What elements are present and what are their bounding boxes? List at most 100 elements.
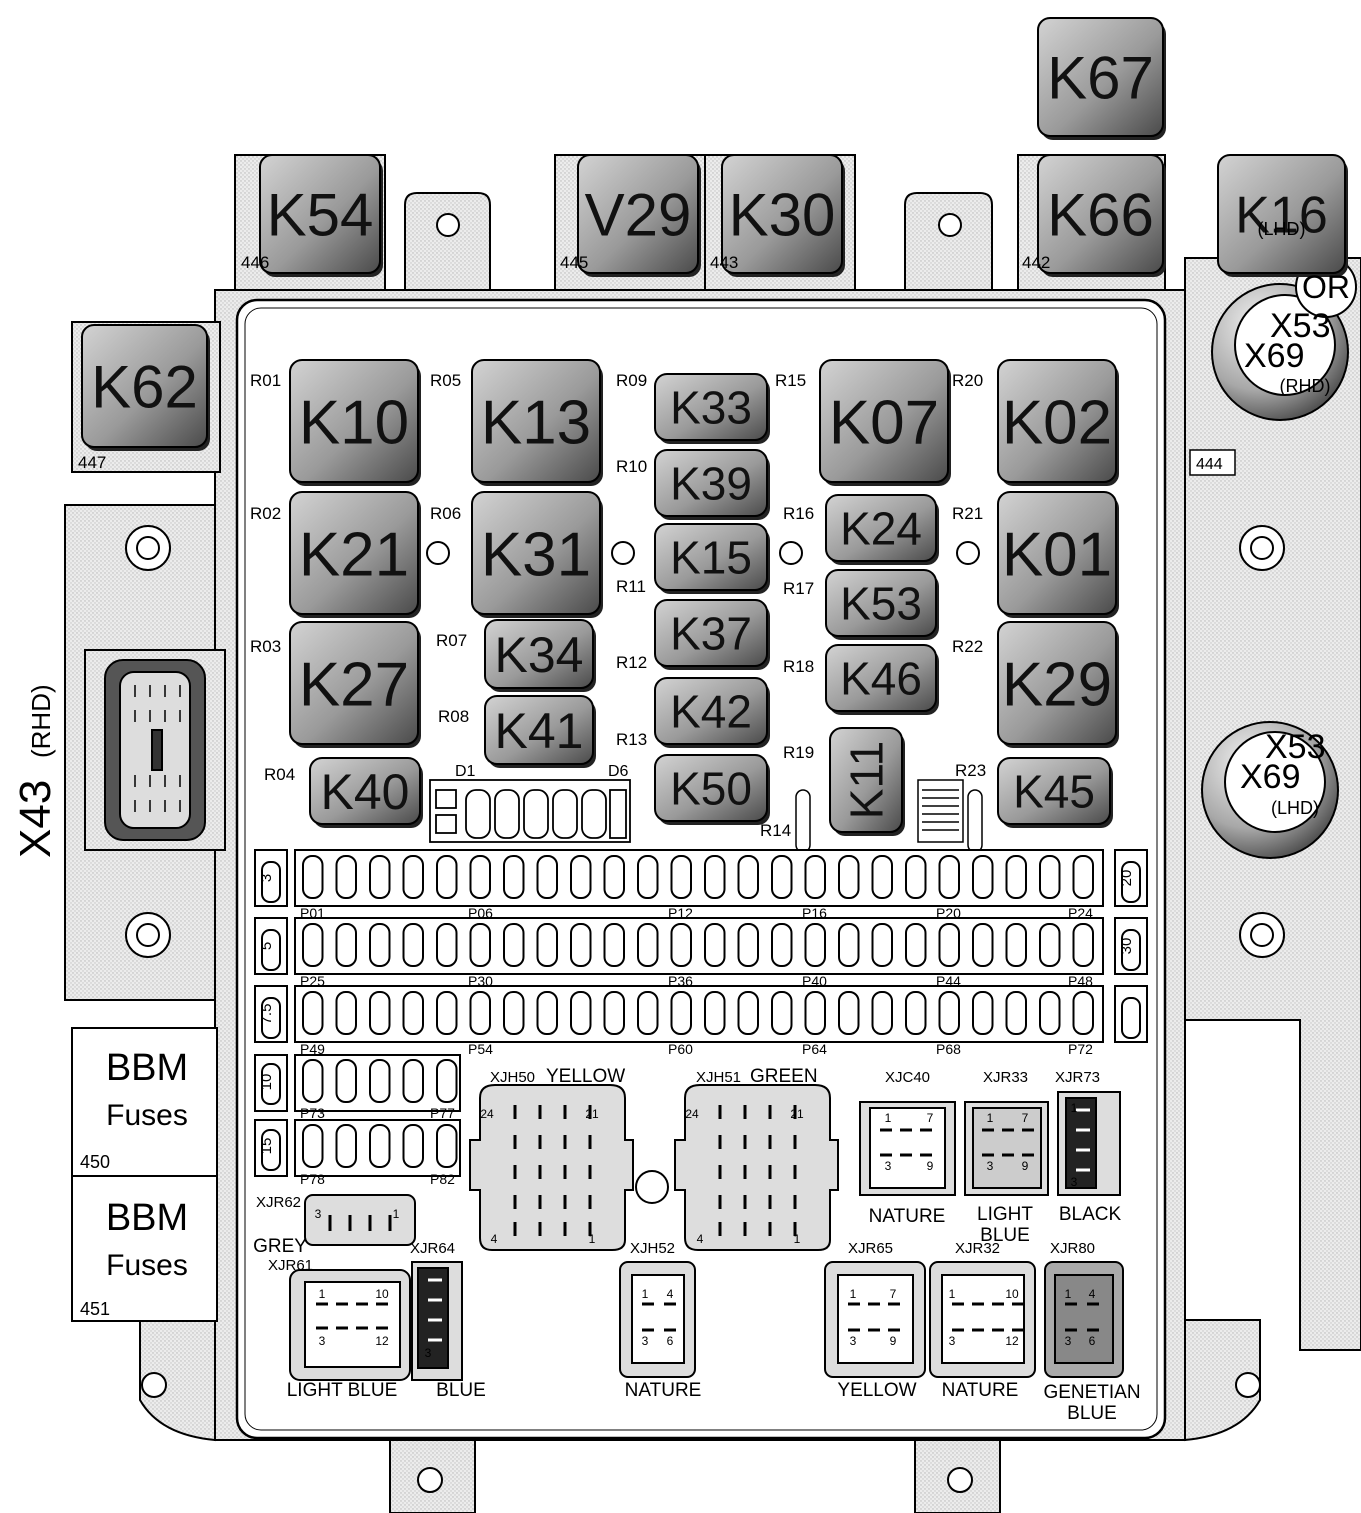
relay-k30: K30 — [721, 154, 845, 277]
fuse-slot — [838, 855, 860, 899]
socket-r22-label: R22 — [952, 637, 983, 656]
xjh50-pin-1: 1 — [589, 1232, 596, 1246]
fuse-slot — [972, 991, 994, 1035]
fuse-slot — [261, 861, 281, 903]
relay-k11-label: K11 — [841, 741, 893, 819]
relay-k46-label: K46 — [840, 653, 922, 705]
xjr65-pin-3: 3 — [850, 1334, 857, 1348]
fuse-slot — [1039, 855, 1061, 899]
fuse-rating-15: 15 — [258, 1138, 275, 1155]
fuse-slot — [436, 1124, 458, 1168]
relay-k02-label: K02 — [1002, 388, 1112, 457]
fuse-slot — [402, 1059, 424, 1103]
xjr61-pin-3: 3 — [319, 1334, 326, 1348]
xjr33-pin-1: 1 — [987, 1111, 994, 1125]
fuse-slot — [1072, 923, 1094, 967]
relay-k24: K24 — [825, 494, 939, 565]
xjr64-id-label: XJR64 — [410, 1240, 455, 1257]
fuse-slot — [670, 855, 692, 899]
fuse-slot — [436, 1059, 458, 1103]
socket-446-label: 446 — [241, 253, 269, 272]
relay-k37: K37 — [654, 599, 770, 670]
xjh51-pin-4: 4 — [697, 1232, 704, 1246]
socket-r08-label: R08 — [438, 707, 469, 726]
xjr61-color-label: LIGHT BLUE — [287, 1380, 398, 1401]
socket-r14-label: R14 — [760, 821, 791, 840]
fuse-slot — [603, 923, 625, 967]
diode-d6-label: D6 — [608, 763, 629, 780]
fuse-slot — [335, 1059, 357, 1103]
xjr65-pin-9: 9 — [890, 1334, 897, 1348]
fuse-label-p64: P64 — [802, 1041, 827, 1057]
xjr61-pin-1: 1 — [319, 1287, 326, 1301]
xjr73-pin-3: 3 — [1071, 1175, 1078, 1189]
lhd-note-label: (LHD) — [1271, 798, 1319, 818]
fuse-slot — [261, 929, 281, 971]
fuse-slot — [972, 923, 994, 967]
fuse-label-p49: P49 — [300, 1041, 325, 1057]
socket-r01-label: R01 — [250, 371, 281, 390]
relay-k41: K41 — [484, 695, 596, 768]
relay-k67: K67 — [1037, 17, 1166, 140]
fuse-slot — [436, 855, 458, 899]
x53-rhd-label: X53 — [1270, 307, 1331, 345]
fuse-slot — [302, 1124, 324, 1168]
x43-note-label: (RHD) — [26, 684, 56, 758]
relay-k37-label: K37 — [670, 608, 752, 660]
x69-rhd-label: X69 — [1244, 337, 1305, 375]
bbm-451-num: 451 — [80, 1299, 110, 1319]
relay-k21-label: K21 — [299, 520, 409, 589]
socket-r06-label: R06 — [430, 504, 461, 523]
socket-r10-label: R10 — [616, 457, 647, 476]
xjr80-pin-1: 1 — [1065, 1287, 1072, 1301]
fuse-slot — [737, 855, 759, 899]
relay-k62: K62 — [81, 324, 210, 451]
xjr65-color-label: YELLOW — [837, 1380, 916, 1401]
xjc40-pin-3: 3 — [885, 1159, 892, 1173]
fuse-label-p24: P24 — [1068, 905, 1093, 921]
relay-k16-note: (LHD) — [1258, 219, 1306, 239]
fuse-slot — [369, 855, 391, 899]
fuse-label-p01: P01 — [300, 905, 325, 921]
fuse-slot — [369, 923, 391, 967]
fuse-slot — [261, 997, 281, 1039]
fuse-label-p82: P82 — [430, 1171, 455, 1187]
x53-x69-rhd-connector — [1211, 283, 1349, 421]
fuse-rating-10: 10 — [258, 1074, 275, 1091]
xjr33-pin-3: 3 — [987, 1159, 994, 1173]
fuse-rating-3: 3 — [258, 874, 275, 882]
relay-k39-label: K39 — [670, 458, 752, 510]
fuse-slot — [871, 991, 893, 1035]
fuse-label-p48: P48 — [1068, 973, 1093, 989]
relay-k01: K01 — [997, 491, 1119, 618]
fuse-label-p25: P25 — [300, 973, 325, 989]
xjh52-pin-4: 4 — [667, 1287, 674, 1301]
relay-k31: K31 — [471, 491, 603, 618]
relay-k53: K53 — [825, 569, 939, 640]
socket-443-label: 443 — [710, 253, 738, 272]
fuse-slot — [871, 923, 893, 967]
fuse-slot — [369, 1059, 391, 1103]
fuse-label-p78: P78 — [300, 1171, 325, 1187]
xjr62-pin-1: 1 — [393, 1207, 400, 1221]
xjr65-pin-1: 1 — [850, 1287, 857, 1301]
socket-r09-label: R09 — [616, 371, 647, 390]
socket-r12-label: R12 — [616, 653, 647, 672]
xjr32-pin-1: 1 — [949, 1287, 956, 1301]
socket-442-label: 442 — [1022, 253, 1050, 272]
fuse-slot — [335, 991, 357, 1035]
xjh51-pin-21: 21 — [790, 1107, 804, 1121]
fuse-slot — [938, 923, 960, 967]
fuse-slot — [570, 991, 592, 1035]
relay-k40-label: K40 — [321, 764, 410, 820]
fuse-slot — [670, 991, 692, 1035]
xjr73-id-label: XJR73 — [1055, 1069, 1100, 1086]
fuse-slot — [670, 923, 692, 967]
socket-r02-label: R02 — [250, 504, 281, 523]
fuse-slot — [1005, 923, 1027, 967]
relay-k42-label: K42 — [670, 686, 752, 738]
xjr73-pin-1: 1 — [1071, 1101, 1078, 1115]
relay-k24-label: K24 — [840, 503, 922, 555]
xjh50-id-label: XJH50 — [490, 1069, 535, 1086]
relay-k29: K29 — [997, 621, 1119, 748]
